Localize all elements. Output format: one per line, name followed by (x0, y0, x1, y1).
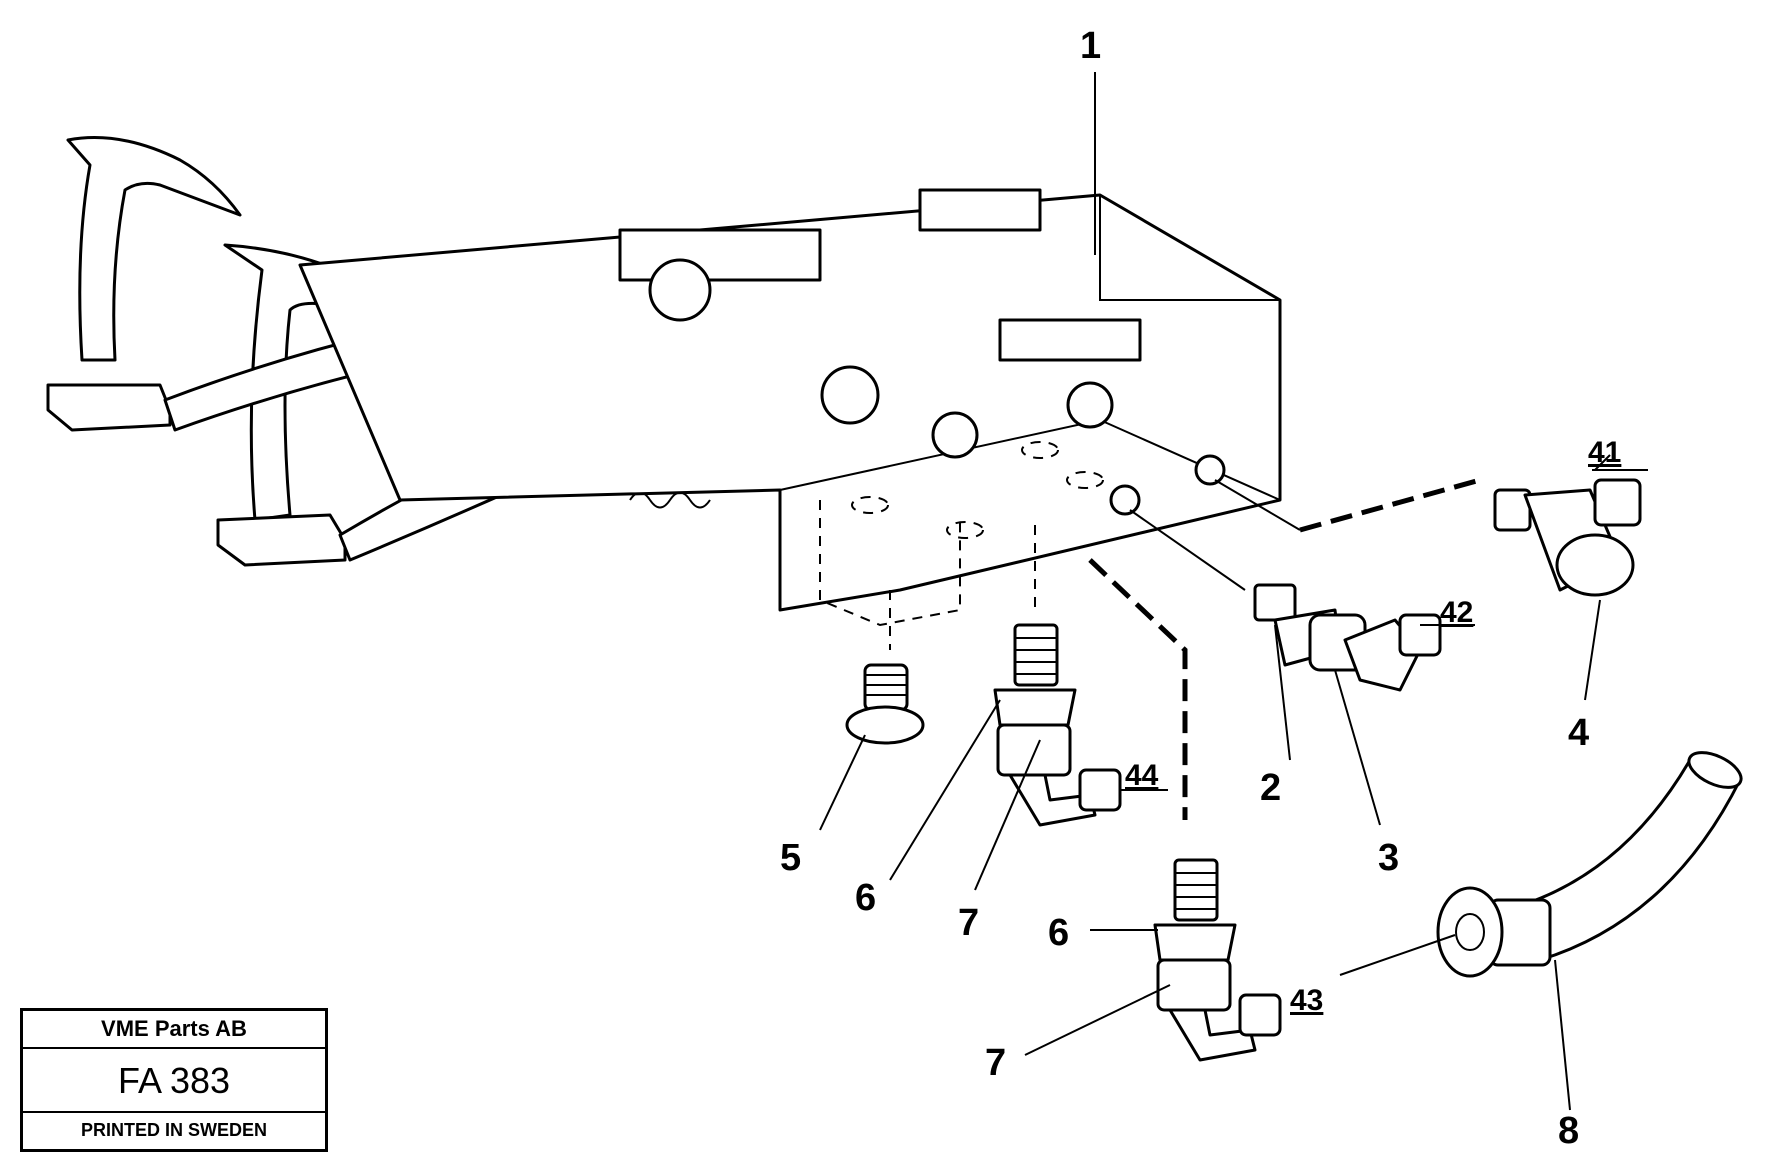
union-elbow-lower (1153, 858, 1282, 1062)
callout-42: 42 (1440, 596, 1473, 629)
callout-labels: 1 2 3 4 5 6 6 7 7 8 41 42 43 44 (780, 25, 1621, 1152)
callout-7-lower: 7 (985, 1042, 1006, 1084)
stamp-code: FA 383 (23, 1049, 325, 1113)
union-elbow-middle (1253, 583, 1442, 692)
callout-44: 44 (1125, 759, 1159, 792)
callout-7-upper: 7 (958, 902, 979, 944)
valve-block (298, 188, 1282, 627)
callout-41: 41 (1588, 436, 1621, 469)
callout-43: 43 (1290, 984, 1323, 1017)
callout-6-upper: 6 (855, 877, 876, 919)
hose-part-8 (1436, 751, 1743, 978)
callout-1: 1 (1080, 25, 1101, 67)
union-elbow-upper (993, 623, 1122, 827)
callout-5: 5 (780, 837, 801, 879)
title-stamp: VME Parts AB FA 383 PRINTED IN SWEDEN (20, 1008, 328, 1152)
callout-8: 8 (1558, 1110, 1579, 1152)
callout-3: 3 (1378, 837, 1399, 879)
callout-6-lower: 6 (1048, 912, 1069, 954)
elbow-right-part-4 (1493, 478, 1642, 597)
callout-4: 4 (1568, 712, 1589, 754)
leader-lines (819, 72, 1648, 1111)
stamp-printed: PRINTED IN SWEDEN (80, 1120, 267, 1140)
callout-2: 2 (1260, 767, 1281, 809)
stamp-company: VME Parts AB (23, 1011, 325, 1049)
plug-part-5 (845, 663, 925, 745)
